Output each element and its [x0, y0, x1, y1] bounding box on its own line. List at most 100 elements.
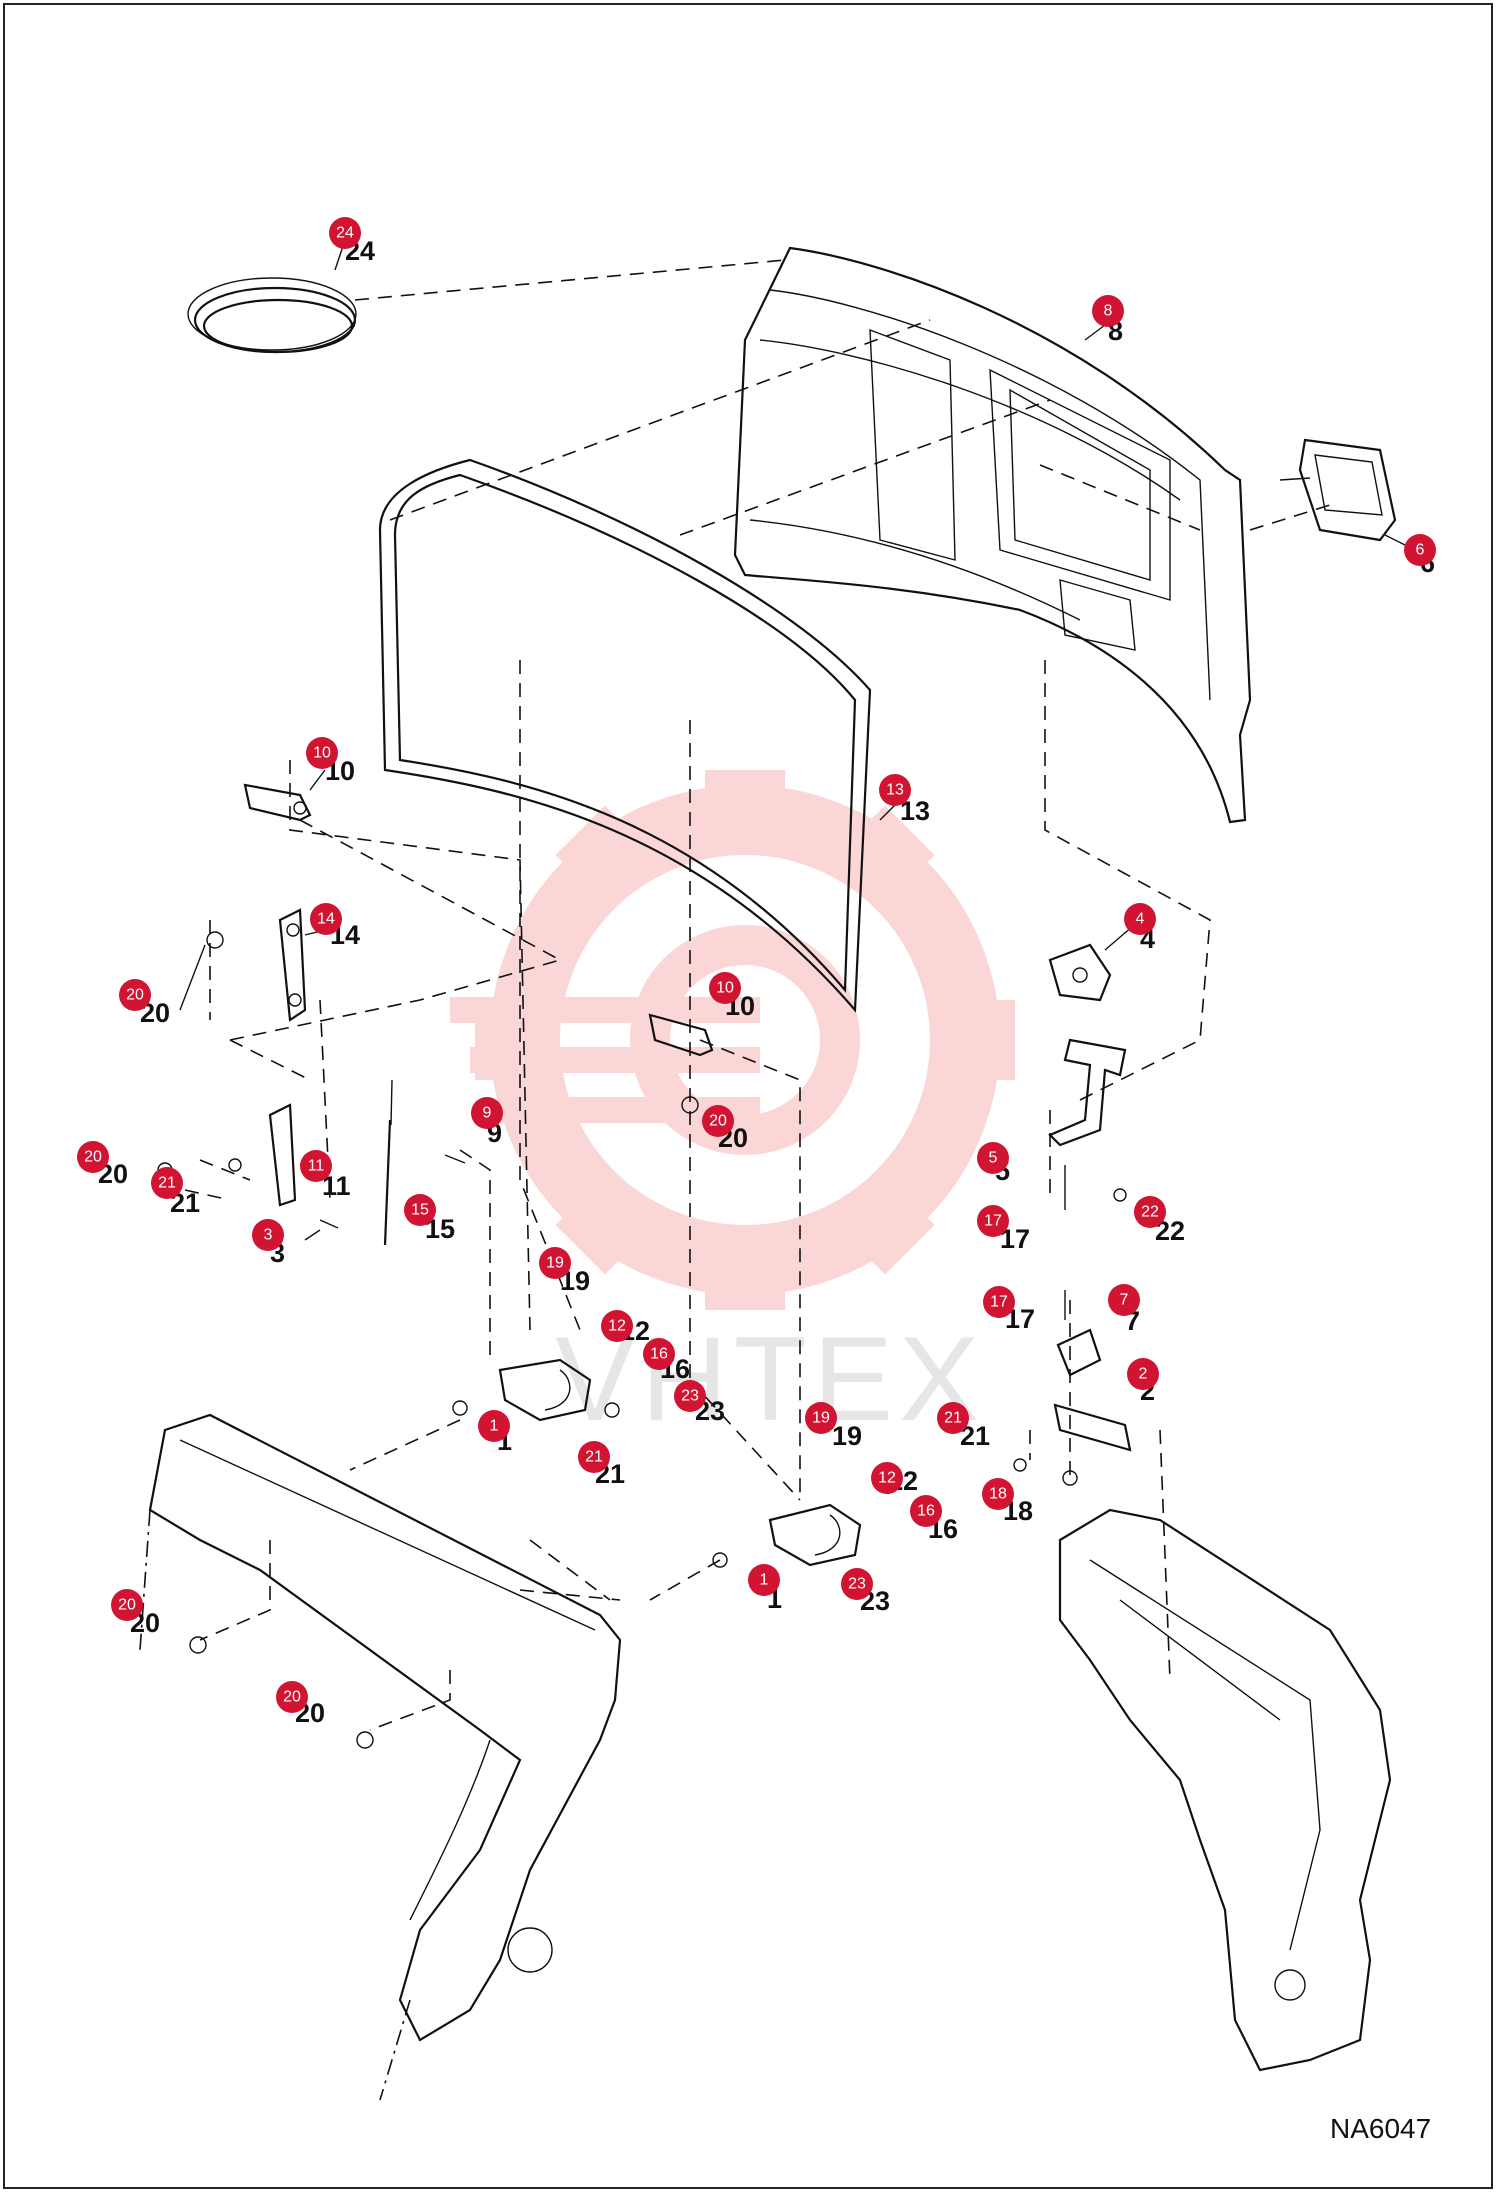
svg-text:9: 9 — [483, 1105, 492, 1122]
svg-text:20: 20 — [709, 1113, 727, 1130]
svg-text:13: 13 — [886, 782, 904, 799]
svg-text:4: 4 — [1136, 911, 1145, 928]
callout-1b: 11 — [748, 1564, 782, 1614]
svg-text:23: 23 — [681, 1388, 699, 1405]
svg-text:8: 8 — [1104, 303, 1113, 320]
svg-text:20: 20 — [118, 1597, 136, 1614]
hinge-part-12b — [768, 1503, 862, 1567]
gas-spring-part-15 — [383, 1079, 393, 1246]
callout-7: 77 — [1108, 1284, 1140, 1336]
seal-frame-part-13 — [378, 458, 872, 1013]
svg-text:21: 21 — [585, 1449, 603, 1466]
svg-text:5: 5 — [989, 1150, 998, 1167]
bracket-part-14 — [278, 908, 307, 1022]
hardware-nuts — [157, 931, 1127, 1749]
svg-text:3: 3 — [264, 1227, 273, 1244]
svg-text:1: 1 — [760, 1572, 769, 1589]
watermark-gear-icon — [450, 770, 1015, 1310]
svg-text:10: 10 — [716, 980, 734, 997]
svg-text:16: 16 — [917, 1503, 935, 1520]
svg-text:18: 18 — [989, 1486, 1007, 1503]
callout-3a: 33 — [252, 1219, 285, 1268]
callout-8: 88 — [1092, 295, 1124, 346]
svg-text:12: 12 — [878, 1470, 896, 1487]
callout-4: 44 — [1124, 903, 1156, 954]
svg-text:19: 19 — [546, 1255, 564, 1272]
callout-2: 22 — [1127, 1358, 1159, 1406]
svg-text:20: 20 — [126, 987, 144, 1004]
plate-part-2 — [1053, 1403, 1132, 1452]
hinge-bracket-part-10b — [648, 1013, 714, 1057]
svg-text:17: 17 — [990, 1294, 1008, 1311]
callout-5: 55 — [977, 1142, 1010, 1186]
svg-text:6: 6 — [1416, 542, 1425, 559]
base-frame-left — [139, 1413, 622, 2101]
bracket-part-11 — [268, 1103, 297, 1207]
svg-text:10: 10 — [313, 745, 331, 762]
engine-cover-part-8 — [733, 246, 1252, 824]
side-frame-right — [1058, 1508, 1392, 2072]
svg-text:11: 11 — [308, 1158, 325, 1175]
svg-text:23: 23 — [848, 1576, 866, 1593]
svg-text:21: 21 — [944, 1410, 962, 1427]
callout-6: 66 — [1404, 534, 1436, 578]
striker-bracket-part-5 — [1048, 1038, 1127, 1147]
seal-coil-part-24 — [187, 277, 357, 354]
assembly-guide-lines — [184, 259, 1331, 1731]
svg-text:14: 14 — [317, 911, 335, 928]
catch-part-7 — [1056, 1328, 1102, 1377]
latch-part-4 — [1048, 943, 1112, 1002]
svg-text:22: 22 — [1141, 1204, 1159, 1221]
hinge-bracket-part-10a — [243, 783, 312, 822]
svg-text:7: 7 — [1120, 1292, 1129, 1309]
svg-text:19: 19 — [812, 1410, 830, 1427]
svg-text:15: 15 — [411, 1202, 429, 1219]
svg-text:16: 16 — [650, 1346, 668, 1363]
svg-text:21: 21 — [158, 1175, 176, 1192]
drawing-frame — [3, 3, 1493, 2189]
svg-text:12: 12 — [608, 1318, 626, 1335]
svg-text:24: 24 — [336, 225, 354, 242]
svg-text:19: 19 — [832, 1421, 862, 1451]
svg-text:17: 17 — [984, 1213, 1002, 1230]
svg-text:20: 20 — [84, 1149, 102, 1166]
svg-text:20: 20 — [283, 1689, 301, 1706]
latch-bracket-part-6 — [1279, 438, 1397, 542]
svg-text:2: 2 — [1139, 1366, 1148, 1383]
callout-3b-leader — [304, 1229, 321, 1241]
drawing-ref: NA6047 — [1330, 2113, 1431, 2144]
svg-text:1: 1 — [490, 1418, 499, 1435]
callout-9: 99 — [471, 1097, 503, 1148]
hinge-part-12a — [498, 1358, 592, 1422]
callout-1a: 11 — [478, 1410, 512, 1456]
